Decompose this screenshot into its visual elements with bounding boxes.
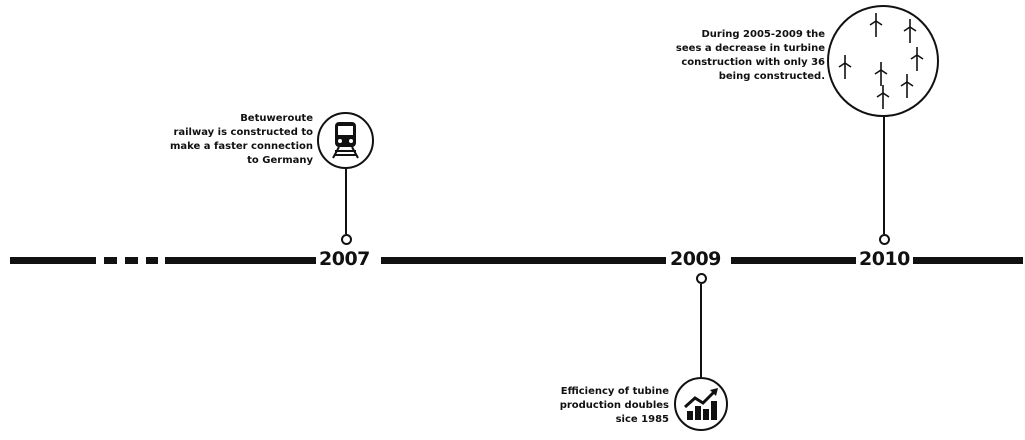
year-label-2010: 2010	[859, 248, 910, 270]
caption-line: sees a decrease in turbine	[675, 43, 825, 54]
year-label-2007: 2007	[319, 248, 370, 270]
caption-line: to Germany	[247, 155, 313, 166]
event-marker	[341, 234, 352, 245]
event-caption: During 2005-2009 the sees a decrease in …	[676, 28, 825, 84]
event-caption: Betuweroute railway is constructed to ma…	[170, 112, 313, 168]
event-marker	[879, 234, 890, 245]
caption-line: construction with only 36	[681, 57, 825, 68]
train-icon	[332, 122, 359, 159]
caption-line: During 2005-2009 the	[701, 29, 825, 40]
caption-line: Efficiency of tubine	[560, 386, 669, 397]
event-marker	[696, 273, 707, 284]
event-connector	[345, 169, 347, 234]
caption-line: railway is constructed to	[173, 127, 313, 138]
event-connector	[883, 117, 885, 234]
timeline-segment	[10, 257, 96, 264]
caption-line: sice 1985	[615, 414, 669, 425]
timeline-dash	[104, 257, 117, 264]
caption-line: make a faster connection	[169, 141, 313, 152]
timeline-dash	[125, 257, 138, 264]
caption-line: Betuweroute	[240, 113, 313, 124]
wind-turbines-icon	[838, 12, 924, 110]
timeline-segment	[913, 257, 1023, 264]
growth-chart-icon-circle	[674, 377, 728, 431]
event-connector	[700, 284, 702, 377]
timeline-dash	[146, 257, 158, 264]
timeline-segment	[731, 257, 856, 264]
timeline-segment	[381, 257, 666, 264]
train-icon-circle	[317, 112, 374, 169]
wind-turbines-icon-circle	[827, 5, 939, 117]
caption-line: being constructed.	[718, 71, 825, 82]
event-caption: Efficiency of tubine production doubles …	[560, 385, 669, 427]
timeline-segment	[165, 257, 316, 264]
year-label-2009: 2009	[670, 248, 721, 270]
growth-chart-icon	[683, 388, 718, 420]
caption-line: production doubles	[559, 400, 669, 411]
